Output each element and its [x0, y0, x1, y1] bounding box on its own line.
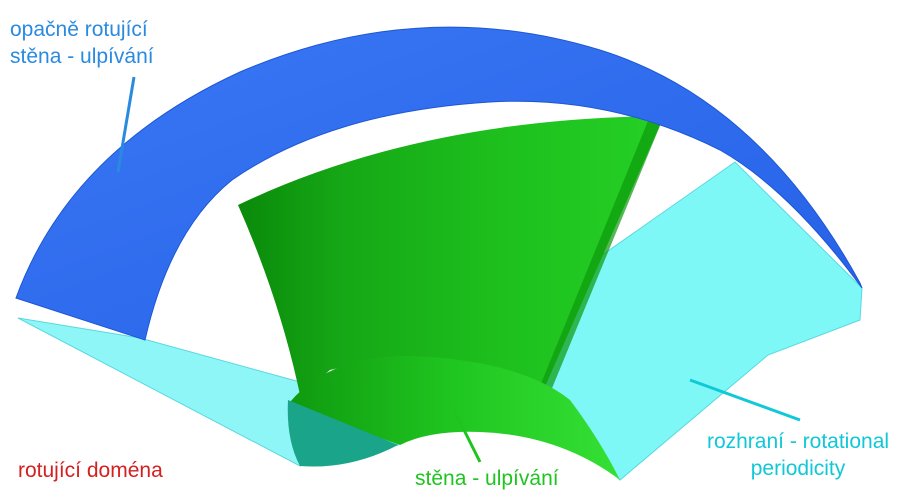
- blade-edge-shadow: [536, 116, 664, 398]
- label-blade-wall: stěna - ulpívání: [415, 467, 559, 490]
- hub-surface: [290, 355, 620, 480]
- label-interface-line1: rozhraní - rotational: [706, 430, 890, 453]
- label-outer-wall: opačně rotující stěna - ulpívání: [10, 16, 154, 70]
- label-interface-line2: periodicity: [750, 457, 846, 480]
- outer-rotating-wall: [15, 26, 863, 341]
- pointer-interface: [689, 378, 801, 422]
- label-domain: rotující doména: [18, 459, 163, 482]
- blade-wall-surface: [238, 116, 664, 398]
- label-outer-wall-line2: stěna - ulpívání: [10, 45, 154, 68]
- label-interface: rozhraní - rotational periodicity: [682, 428, 914, 482]
- label-outer-wall-line1: opačně rotující: [10, 18, 148, 41]
- pointer-outer-wall: [116, 76, 136, 173]
- pointer-blade: [450, 405, 482, 463]
- hub-overlap: [287, 400, 398, 467]
